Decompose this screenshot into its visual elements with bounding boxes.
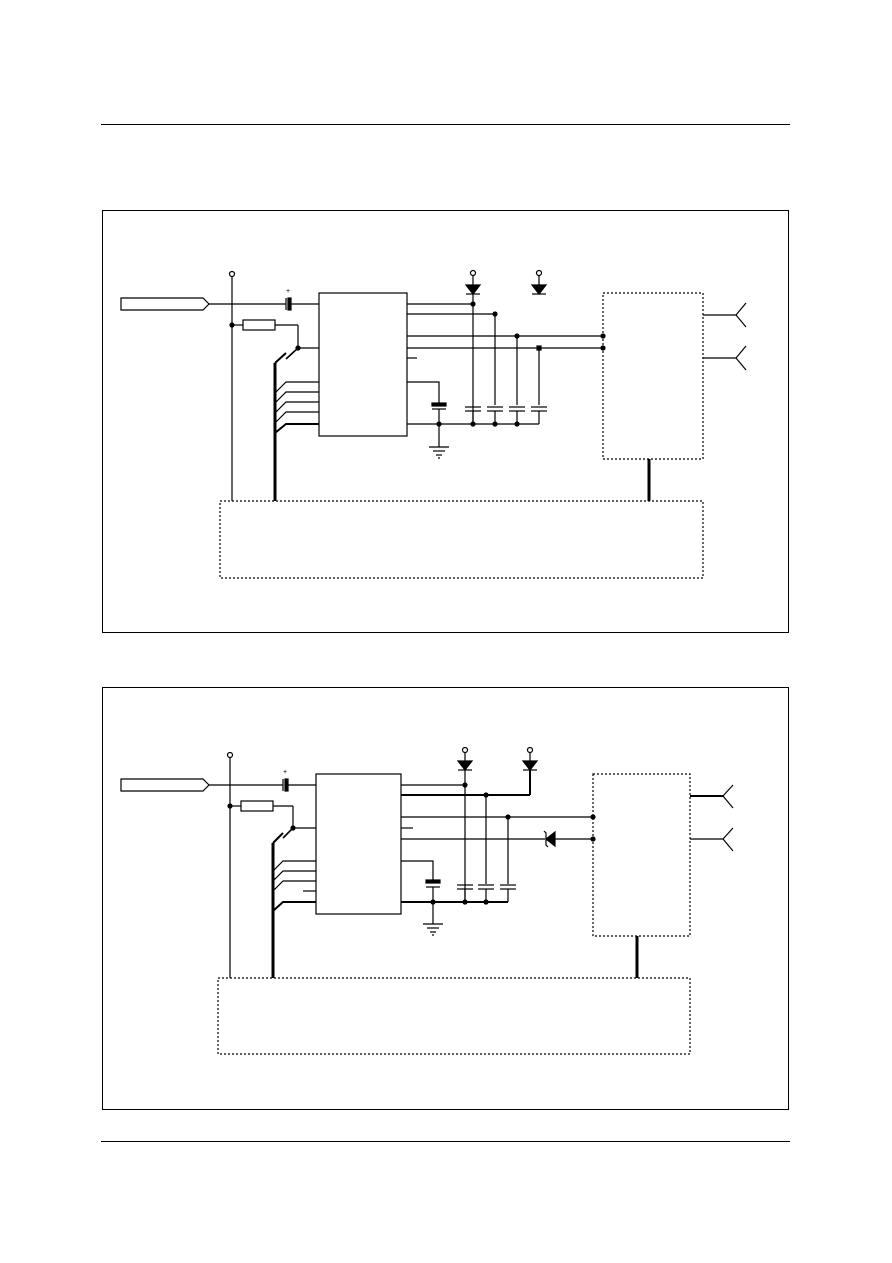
reverse-diode — [543, 830, 593, 848]
header-rule — [101, 124, 790, 125]
output-terminal-2 — [703, 345, 747, 371]
supply-terminal — [228, 270, 236, 501]
filter-capacitors — [457, 792, 516, 905]
ic-block — [318, 292, 408, 437]
ic-outputs — [401, 784, 593, 903]
supply-diode-2 — [521, 746, 539, 795]
svg-text:+: + — [283, 769, 287, 776]
ic-block — [315, 773, 402, 915]
bias-resistor — [229, 319, 301, 351]
ground-icon — [423, 923, 443, 936]
coupling-capacitor: + — [285, 288, 319, 311]
output-module — [592, 773, 691, 937]
output-terminal-1 — [703, 302, 747, 328]
input-connector — [120, 297, 286, 311]
control-bus — [273, 347, 319, 501]
supply-terminal — [226, 751, 234, 978]
bias-resistor — [227, 800, 296, 831]
schematic-panel-1: + — [102, 210, 789, 633]
control-module — [219, 500, 704, 579]
ground-icon — [429, 446, 449, 459]
control-bus — [271, 827, 316, 978]
input-connector — [120, 778, 283, 792]
supply-diode-1 — [456, 746, 474, 902]
coupling-capacitor: + — [282, 769, 316, 792]
ground-capacitor — [431, 402, 447, 447]
schematic-panel-2: + — [102, 687, 789, 1110]
output-terminal-2 — [690, 827, 734, 852]
output-terminal-1 — [690, 784, 734, 809]
supply-diode-2 — [530, 269, 548, 295]
control-module — [217, 977, 691, 1055]
svg-text:+: + — [286, 288, 290, 295]
schematic-1: + — [120, 269, 747, 579]
supply-diode-1 — [464, 269, 482, 424]
output-module — [602, 292, 704, 460]
filter-capacitors — [465, 311, 547, 427]
ground-capacitor — [425, 879, 441, 924]
footer-rule — [101, 1141, 790, 1142]
schematic-2: + — [120, 746, 734, 1055]
